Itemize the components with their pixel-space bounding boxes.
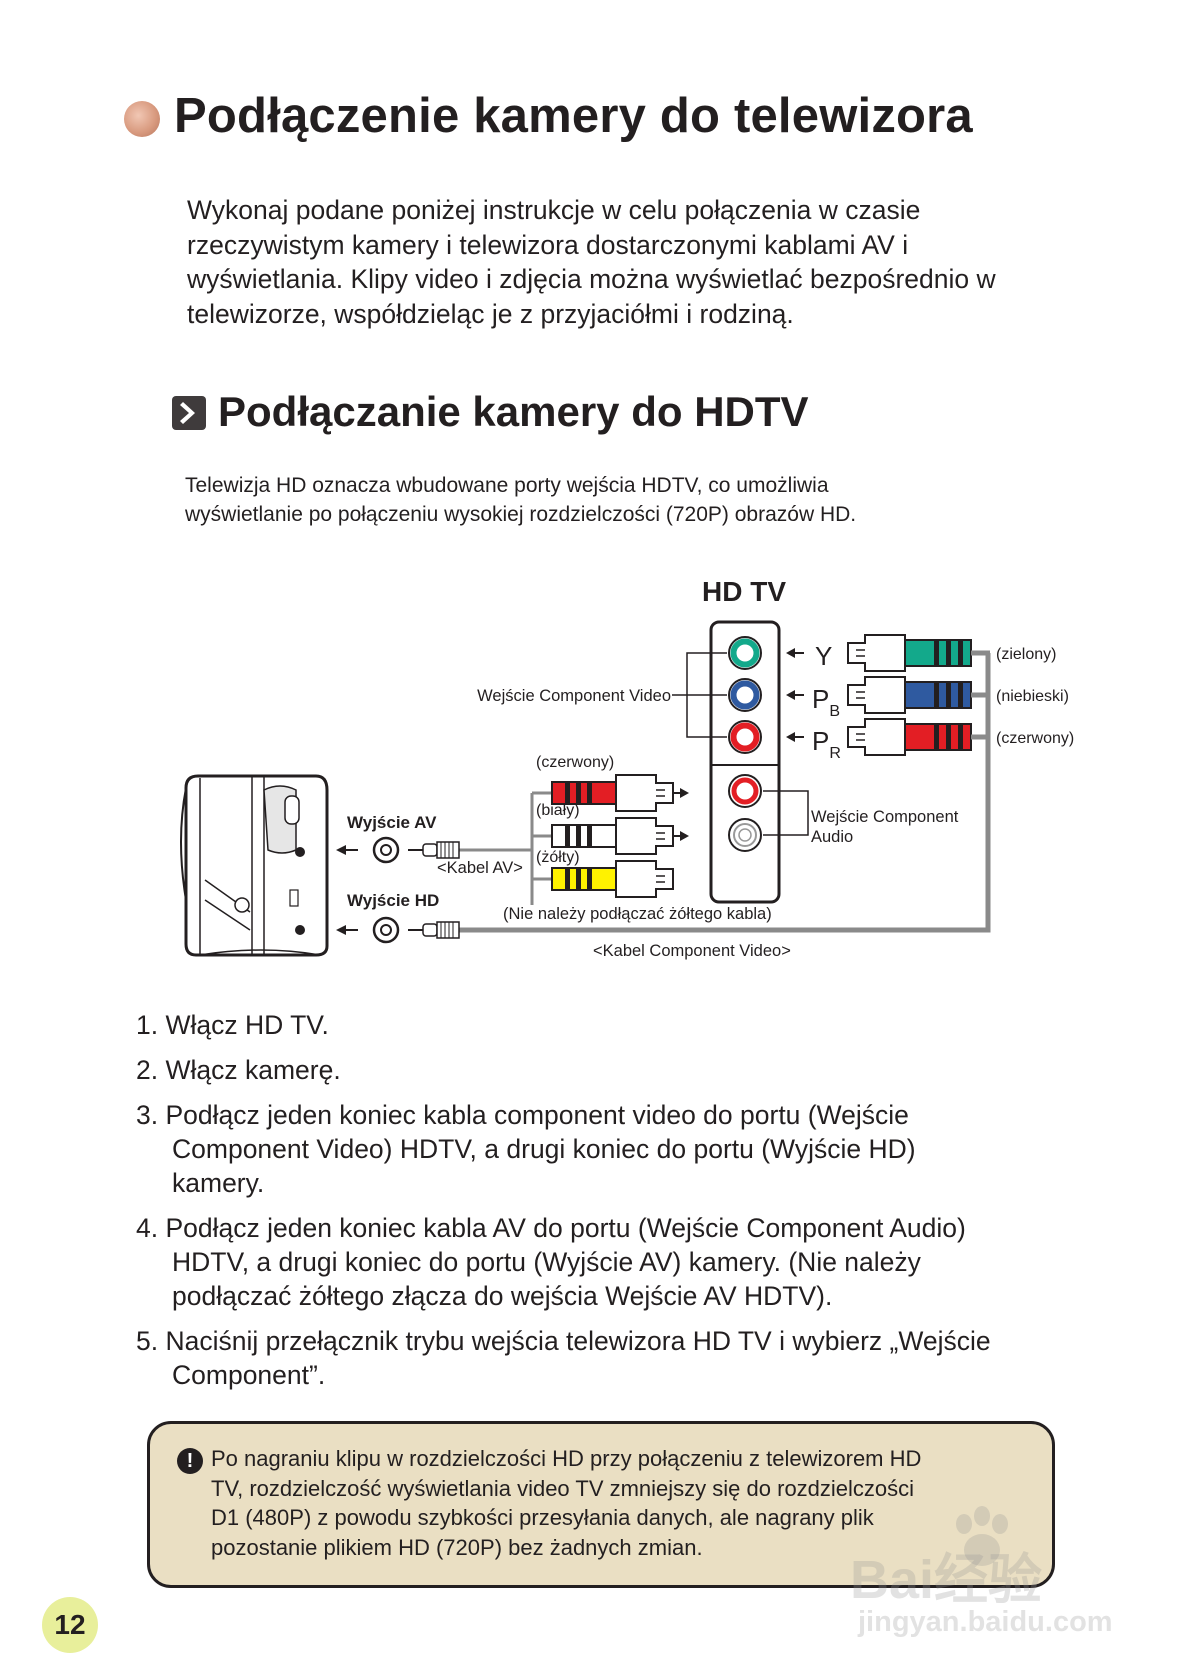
plug-blue: [847, 676, 990, 714]
chevron-right-icon: [172, 396, 206, 430]
intro-line: wyświetlania. Klipy video i zdjęcia możn…: [187, 264, 996, 294]
intro-line: Wykonaj podane poniżej instrukcje w celu…: [187, 195, 921, 225]
description-line: wyświetlanie po połączeniu wysokiej rozd…: [185, 503, 857, 526]
connection-diagram: HD TV Wejście Component Video Wejście Co…: [180, 576, 1074, 960]
plug-label-green: (zielony): [996, 646, 1056, 663]
arrow-left-icon: [786, 690, 804, 700]
tv-label: HD TV: [702, 576, 786, 607]
signal-pb-label: PB: [812, 684, 840, 720]
jack-audio-white: [728, 818, 762, 852]
intro-line: telewizorze, współdzieląc je z przyjació…: [187, 298, 794, 329]
av-mini-plug: [408, 841, 460, 859]
steps-list: 1. Włącz HD TV. 2. Włącz kamerę. 3. Podł…: [136, 1008, 991, 1403]
hd-mini-plug: [408, 921, 460, 939]
list-item: 2. Włącz kamerę.: [136, 1055, 341, 1085]
av-label-yellow: (żółty): [536, 849, 580, 866]
section-description: Telewizja HD oznacza wbudowane porty wej…: [185, 471, 856, 529]
jack-audio-red: [728, 774, 762, 808]
plug-label-red: (czerwony): [996, 730, 1074, 747]
av-out-label: Wyjście AV: [347, 813, 437, 832]
component-audio-label-2: Audio: [811, 828, 853, 846]
list-item: 4. Podłącz jeden koniec kabla AV do port…: [136, 1213, 966, 1311]
arrow-left-icon: [336, 845, 358, 855]
note-line: D1 (480P) z powodu szybkości przesyłania…: [211, 1505, 874, 1530]
jack-pr: [728, 720, 762, 754]
description-line: Telewizja HD oznacza wbudowane porty wej…: [185, 474, 829, 497]
note-text: Po nagraniu klipu w rozdzielczości HD pr…: [211, 1444, 921, 1562]
jack-pb: [728, 678, 762, 712]
arrow-left-icon: [786, 648, 804, 658]
component-audio-label-1: Wejście Component: [811, 808, 959, 826]
page-number: 12: [42, 1597, 98, 1653]
note-line: pozostanie plikiem HD (720P) bez żadnych…: [211, 1534, 703, 1560]
signal-pr-label: PR: [812, 726, 841, 762]
plug-green: [847, 634, 990, 672]
hd-out-port: [372, 916, 400, 944]
note-line: Po nagraniu klipu w rozdzielczości HD pr…: [211, 1446, 922, 1471]
hd-out-label: Wyjście HD: [347, 891, 439, 910]
intro-paragraph: Wykonaj podane poniżej instrukcje w celu…: [187, 193, 1087, 331]
intro-line: rzeczywistym kamery i telewizora dostarc…: [187, 229, 909, 260]
list-item: 3. Podłącz jeden koniec kabla component …: [136, 1100, 916, 1198]
av-plug-yellow: [551, 860, 674, 898]
paw-icon: [956, 1506, 1008, 1566]
signal-y-label: Y: [815, 641, 832, 671]
list-item: 5. Naciśnij przełącznik trybu wejścia te…: [136, 1326, 991, 1390]
watermark-text: Bai经验: [850, 1550, 1043, 1610]
list-item: 1. Włącz HD TV.: [136, 1010, 329, 1040]
arrow-left-icon: [786, 732, 804, 742]
section-title: Podłączanie kamery do HDTV: [218, 388, 809, 435]
component-cable: [455, 653, 991, 933]
av-cable: [455, 791, 552, 905]
tv-panel: [709, 620, 781, 904]
plug-red: [847, 718, 990, 756]
av-plug-white: [551, 817, 689, 855]
plug-label-blue: (niebieski): [996, 688, 1069, 705]
component-cable-label: <Kabel Component Video>: [593, 942, 791, 960]
yellow-warning-label: (Nie należy podłączać żółtego kabla): [503, 905, 772, 923]
av-cable-label: <Kabel AV>: [437, 859, 523, 877]
page-title: Podłączenie kamery do telewizora: [174, 89, 973, 143]
heading-bullet-icon: [124, 101, 160, 137]
note-box: [147, 1421, 1055, 1588]
av-plug-red: [551, 774, 689, 812]
arrow-left-icon: [336, 925, 358, 935]
av-label-red: (czerwony): [536, 754, 614, 771]
av-out-port: [372, 836, 400, 864]
jack-y: [728, 636, 762, 670]
component-video-label: Wejście Component Video: [477, 687, 671, 705]
camera-illustration: [180, 774, 329, 957]
av-label-white: (biały): [536, 802, 580, 819]
exclamation-icon: !: [177, 1448, 203, 1474]
note-line: TV, rozdzielczość wyświetlania video TV …: [211, 1475, 915, 1501]
watermark-url: jingyan.baidu.com: [858, 1606, 1113, 1638]
